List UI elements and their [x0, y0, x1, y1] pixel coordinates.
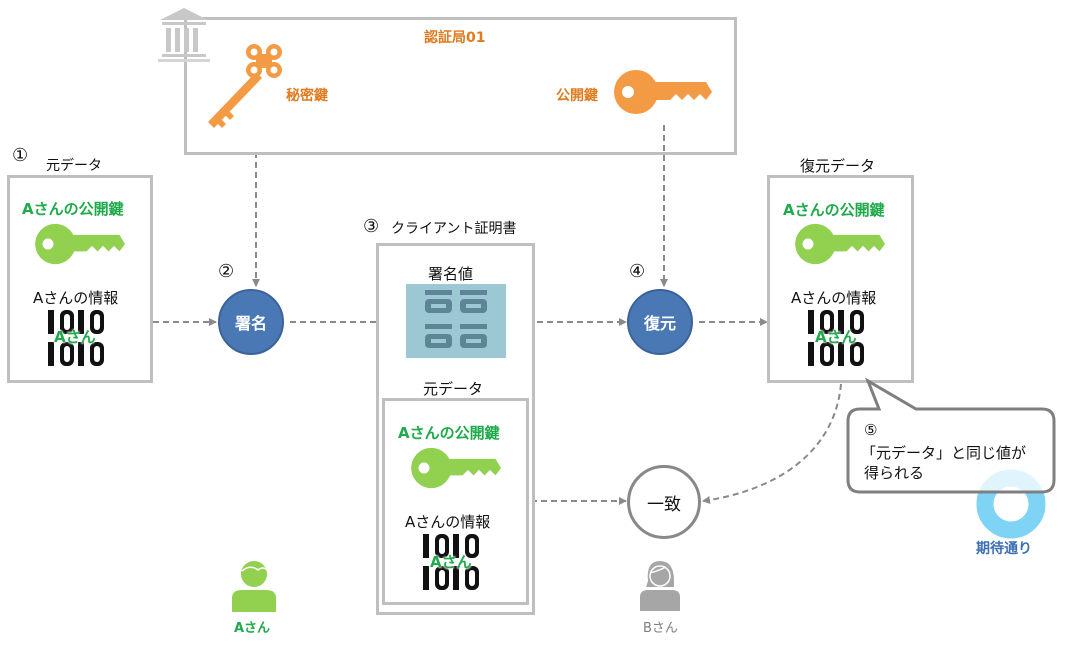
authority-title: 認証局01: [424, 30, 486, 46]
step3-bits-label: Aさん: [430, 553, 472, 571]
step1-key-label: Aさんの公開鍵: [22, 200, 124, 218]
public-key-icon: [614, 70, 712, 114]
public-key-label: 公開鍵: [556, 88, 598, 104]
expected-label: 期待通り: [976, 541, 1032, 557]
step3-title: クライアント証明書: [391, 221, 517, 237]
restored-bits-label: Aさん: [815, 328, 857, 346]
restored-title: 復元データ: [800, 157, 876, 175]
restored-key-label: Aさんの公開鍵: [783, 201, 885, 219]
user-a-label: Aさん: [234, 621, 271, 636]
private-key-label: 秘密鍵: [286, 88, 328, 104]
user-a-icon: [232, 561, 276, 612]
step1-number: ①: [12, 145, 29, 166]
green-key-icon: [411, 447, 501, 489]
green-key-icon: [795, 223, 885, 265]
step5-number: ⑤: [864, 421, 878, 439]
user-b-label: Bさん: [643, 621, 678, 636]
arrow-restored-to-match: [702, 383, 842, 504]
step1-title: 元データ: [46, 158, 102, 174]
binary-data-icon: [808, 310, 864, 366]
signature-label: 署名値: [428, 265, 474, 283]
step5-callout: [846, 377, 1056, 494]
private-key-icon: [208, 44, 282, 128]
step5-line1: 「元データ」と同じ値が: [861, 444, 1027, 462]
step3-key-label: Aさんの公開鍵: [398, 424, 500, 442]
step3-info-label: Aさんの情報: [405, 513, 491, 531]
restore-node: 復元: [627, 289, 693, 355]
binary-data-icon: [48, 310, 104, 366]
step2-number: ②: [218, 261, 235, 282]
restored-info-label: Aさんの情報: [791, 289, 877, 307]
user-b-icon: [640, 561, 680, 611]
step4-number: ④: [629, 261, 646, 282]
binary-data-icon: [423, 534, 479, 590]
step1-info-label: Aさんの情報: [33, 289, 119, 307]
step1-bits-label: Aさん: [54, 328, 96, 346]
bank-building-icon: [158, 8, 210, 62]
match-node: 一致: [627, 465, 701, 539]
signature-value-icon: [406, 284, 506, 358]
sign-node: 署名: [218, 289, 284, 355]
step3-inner-title: 元データ: [423, 380, 484, 398]
step3-number: ③: [363, 216, 380, 237]
green-key-icon: [35, 223, 125, 265]
certificate-authority-box: [184, 17, 737, 155]
step5-line2: 得られる: [864, 464, 925, 482]
